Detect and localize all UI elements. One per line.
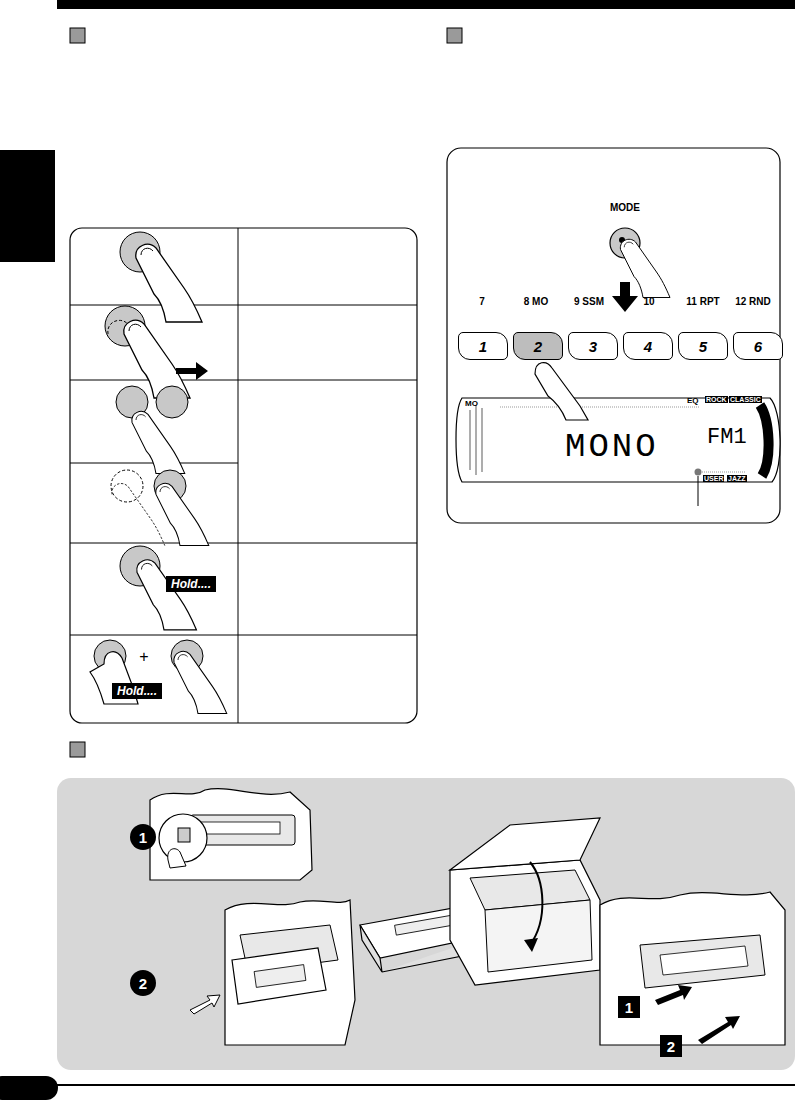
illustration-part: [156, 483, 209, 545]
node-text: 1: [139, 829, 147, 846]
hold-badge: Hold....: [166, 576, 216, 592]
node-text: EQ: [687, 396, 699, 405]
node-text: MONO: [565, 428, 659, 466]
illustration-part: [70, 28, 85, 43]
illustration-part: [640, 935, 765, 988]
illustration-part: [700, 472, 745, 473]
illustration-part: [254, 965, 306, 988]
lcd-display: MO EQ ROCKCLASSIC MONO FM1USERJAZZ: [455, 395, 780, 485]
node-text: JAZZ: [727, 475, 747, 482]
preset-button: 3: [568, 332, 618, 360]
illustration-part: [137, 560, 197, 630]
node-text: MODE: [610, 202, 640, 213]
illustration-part: [500, 407, 700, 408]
button-function-label: 11 RPT: [686, 296, 719, 307]
illustration-part: [600, 892, 785, 1045]
illustration-part: [70, 305, 417, 306]
button-function-label: 12 RND: [735, 296, 771, 307]
illustration-part: [70, 380, 417, 381]
illustration-part: [698, 1016, 740, 1044]
illustration-part: [156, 386, 188, 418]
illustration-part: [695, 469, 702, 476]
button-function-label: 7: [479, 296, 485, 307]
illustration-part: [57, 1084, 795, 1086]
node-text: USER: [703, 475, 724, 482]
illustration-part: [447, 148, 780, 523]
node-text: MO: [465, 399, 478, 408]
node-text: Hold....: [117, 684, 157, 698]
illustration-part: [456, 398, 780, 482]
preset-button: 6: [733, 332, 783, 360]
illustration-part: [660, 946, 748, 975]
illustration-part: [450, 818, 600, 870]
node-text: ROCK: [705, 396, 728, 403]
step-number: 1: [618, 996, 640, 1018]
illustration-part: [174, 651, 227, 713]
step-number: 2: [660, 1035, 682, 1057]
illustration-part: [70, 635, 417, 636]
illustration-part: [447, 28, 462, 43]
callout-number: 1: [130, 824, 156, 850]
plus-sign: +: [139, 648, 148, 666]
node-text: 2: [139, 975, 147, 992]
callout-number: 2: [130, 970, 156, 996]
preset-button: 2: [513, 332, 563, 360]
node-text: 1: [625, 999, 633, 1016]
illustration-part: [200, 822, 280, 834]
illustration-part: [136, 244, 202, 322]
illustration-part: [0, 1076, 58, 1100]
node-text: FM1: [707, 425, 747, 450]
node-text: Hold....: [171, 577, 211, 591]
node-text: 4: [644, 338, 652, 355]
hold-badge: Hold....: [112, 683, 162, 699]
mode-button: MODE: [595, 202, 655, 218]
illustration-part: [612, 282, 638, 312]
node-text: 5: [699, 338, 707, 355]
preset-button: 1: [458, 332, 508, 360]
illustration-part: [450, 860, 600, 985]
node-text: 3: [589, 338, 597, 355]
button-function-label: 10: [643, 296, 654, 307]
illustration-part: [178, 828, 190, 842]
illustration-part: [132, 411, 185, 473]
illustration-part: [225, 900, 355, 1045]
illustration-part: [760, 405, 769, 476]
preset-button: 5: [678, 332, 728, 360]
illustration-part: [57, 778, 795, 1070]
button-function-label: 9 SSM: [574, 296, 604, 307]
illustration-part: [57, 0, 795, 9]
illustration-part: [0, 150, 55, 262]
illustration-part: [524, 938, 538, 952]
illustration-part: [168, 849, 186, 868]
node-text: 2: [534, 338, 542, 355]
illustration-part: [159, 814, 207, 862]
illustration-part: [190, 995, 220, 1014]
illustration-part: [70, 228, 417, 723]
illustration-part: [150, 789, 312, 880]
illustration-part: [535, 363, 588, 420]
node-text: 6: [754, 338, 762, 355]
illustration-part: [530, 862, 542, 945]
illustration-part: [698, 476, 699, 506]
illustration-part: [485, 900, 592, 972]
button-function-label: 8 MO: [524, 296, 548, 307]
illustration-part: [176, 362, 208, 380]
node-text: CLASSIC: [729, 396, 762, 403]
preset-button: 4: [623, 332, 673, 360]
node-text: 1: [479, 338, 487, 355]
node-text: 2: [667, 1038, 675, 1055]
illustration-part: [232, 948, 326, 1004]
illustration-part: [111, 470, 143, 502]
illustration-part: [70, 543, 417, 544]
illustration-part: [395, 915, 456, 935]
illustration-part: [470, 405, 482, 475]
illustration-part: [655, 985, 692, 1005]
illustration-part: [238, 228, 239, 723]
illustration-part: [70, 742, 85, 757]
